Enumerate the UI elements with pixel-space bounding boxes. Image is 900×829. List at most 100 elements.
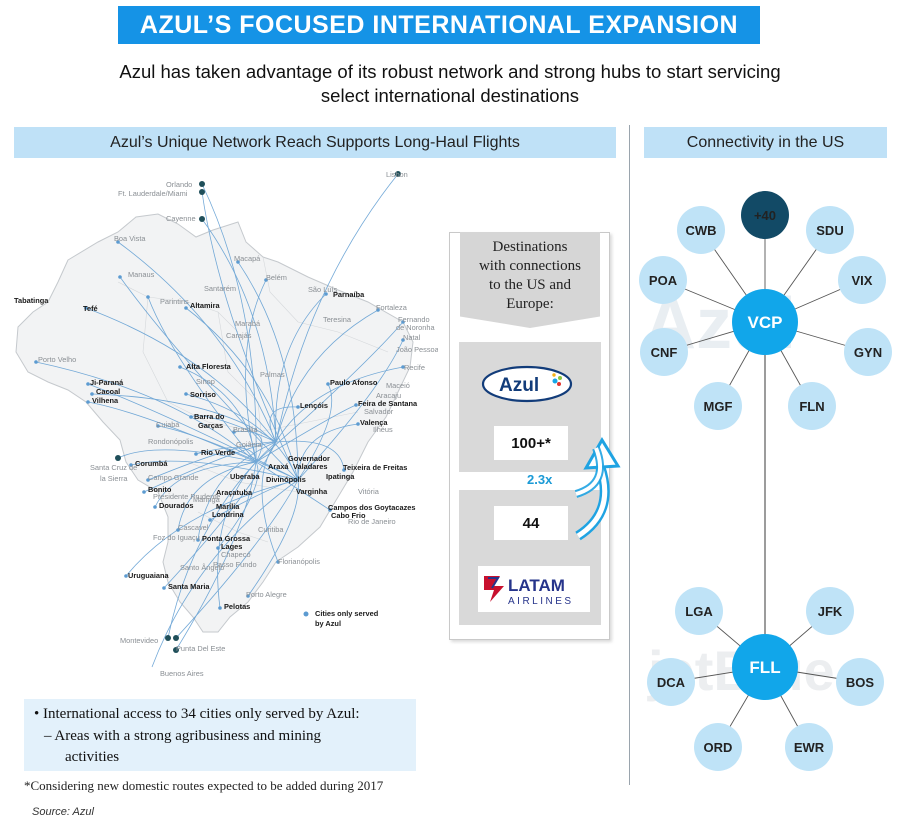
- azul-destination-count: 100+*: [494, 426, 568, 460]
- route-line: [154, 461, 257, 508]
- hub-node-circle: [732, 289, 798, 355]
- city-label: Cuiabá: [156, 420, 180, 429]
- city-label: Recife: [404, 363, 425, 372]
- spoke-node-fln: FLN: [788, 382, 836, 430]
- city-label: Valadares: [293, 462, 328, 471]
- route-line: [209, 479, 299, 521]
- hub-node-circle: [732, 634, 798, 700]
- city-dot: [328, 508, 332, 512]
- international-city-dot: [199, 189, 205, 195]
- spoke-node-circle: [675, 587, 723, 635]
- international-city-dot: [165, 635, 171, 641]
- latam-destination-count: 44: [494, 506, 568, 540]
- route-line: [117, 449, 257, 463]
- spoke-node-circle: [639, 256, 687, 304]
- latam-logo-subtext: AIRLINES: [508, 596, 574, 607]
- city-label: Feira de Santana: [358, 399, 418, 408]
- city-label: Barra do: [194, 412, 225, 421]
- comparison-header-line: Europe:: [506, 296, 554, 312]
- city-label: Santa Maria: [168, 582, 210, 591]
- route-line: [35, 361, 257, 463]
- spoke-node-label: DCA: [657, 675, 686, 690]
- city-dot: [216, 546, 220, 550]
- city-dot: [34, 360, 38, 364]
- city-dot: [296, 405, 300, 409]
- city-label: Santa Cruz de: [90, 463, 137, 472]
- city-dot: [86, 400, 90, 404]
- route-line: [275, 293, 327, 443]
- spoke-node-gyn: GYN: [844, 328, 892, 376]
- city-label: Marília: [216, 502, 240, 511]
- city-dot: [124, 574, 128, 578]
- city-label: Bonito: [148, 485, 172, 494]
- city-dot: [196, 538, 200, 542]
- city-dot: [246, 594, 250, 598]
- spoke-node-label: VIX: [852, 273, 873, 288]
- page-title: AZUL’S FOCUSED INTERNATIONAL EXPANSION: [139, 10, 739, 39]
- spoke-node-lga: LGA: [675, 587, 723, 635]
- ratio-label: 2.3x: [527, 472, 553, 487]
- city-label: Campo Grande: [148, 473, 199, 482]
- route-line: [275, 366, 404, 443]
- city-label: Altamira: [190, 301, 220, 310]
- city-label: Governador: [288, 454, 330, 463]
- city-label: Divinópolis: [266, 475, 306, 484]
- spoke-node-poa: POA: [639, 256, 687, 304]
- spoke-node-circle: [694, 382, 742, 430]
- city-label: Florianópolis: [278, 557, 320, 566]
- city-dot: [376, 308, 380, 312]
- growth-arrow-icon: [574, 437, 621, 541]
- international-city-dot: [173, 647, 179, 653]
- legend-label-line-2: by Azul: [315, 619, 341, 628]
- spoke-node-circle: [785, 723, 833, 771]
- route-line: [255, 461, 331, 511]
- top-hub: VCP: [732, 289, 798, 355]
- city-dot: [232, 430, 236, 434]
- bullet-box: • International access to 34 cities only…: [24, 699, 416, 771]
- city-label: Ft. Lauderdale/Miami: [118, 189, 188, 198]
- city-label: Carajás: [226, 331, 252, 340]
- spoke-node-circle: [844, 328, 892, 376]
- spoke-node-circle: [741, 191, 789, 239]
- city-label: Brasília: [233, 425, 259, 434]
- route-line: [201, 218, 277, 443]
- city-label: Pelotas: [224, 602, 250, 611]
- comparison-header-shape: [460, 232, 600, 328]
- bullet-main: • International access to 34 cities only…: [34, 706, 360, 722]
- international-city-dot: [115, 455, 121, 461]
- spoke-node-circle: [836, 658, 884, 706]
- city-dot: [116, 240, 120, 244]
- route-line: [275, 309, 379, 443]
- city-label: Cabo Frio: [331, 511, 366, 520]
- route-line: [157, 425, 299, 481]
- legend-dot: [303, 611, 309, 617]
- latam-logo: LATAM AIRLINES: [478, 566, 590, 612]
- spoke-node-circle: [806, 587, 854, 635]
- city-dot: [184, 306, 188, 310]
- city-dot: [324, 292, 328, 296]
- spoke-node-label: LGA: [685, 604, 713, 619]
- azul-logo: Azul: [481, 365, 573, 403]
- city-label: Parintins: [160, 297, 189, 306]
- spoke-node-circle: [788, 382, 836, 430]
- city-label: Foz do Iguaçu: [153, 533, 200, 542]
- city-dot: [401, 320, 405, 324]
- city-dot: [189, 415, 193, 419]
- city-dot: [401, 338, 405, 342]
- city-label: Salvador: [364, 407, 394, 416]
- city-labels: Lisbon Orlando Ft. Lauderdale/Miami Caye…: [14, 170, 438, 678]
- city-label: Fernando: [398, 315, 430, 324]
- city-dot: [146, 295, 150, 299]
- route-line: [275, 440, 345, 471]
- city-label: Sorriso: [190, 390, 216, 399]
- city-label: Valença: [360, 418, 388, 427]
- city-label: Punta Del Este: [176, 644, 225, 653]
- city-label: Garças: [198, 421, 223, 430]
- city-dot: [90, 392, 94, 396]
- city-label: Sinop: [196, 377, 215, 386]
- city-label: Porto Alegre: [246, 590, 287, 599]
- city-label: Londrina: [212, 510, 245, 519]
- city-label: Cayenne: [166, 214, 196, 223]
- city-label: Ipatinga: [326, 472, 355, 481]
- city-dot: [156, 424, 160, 428]
